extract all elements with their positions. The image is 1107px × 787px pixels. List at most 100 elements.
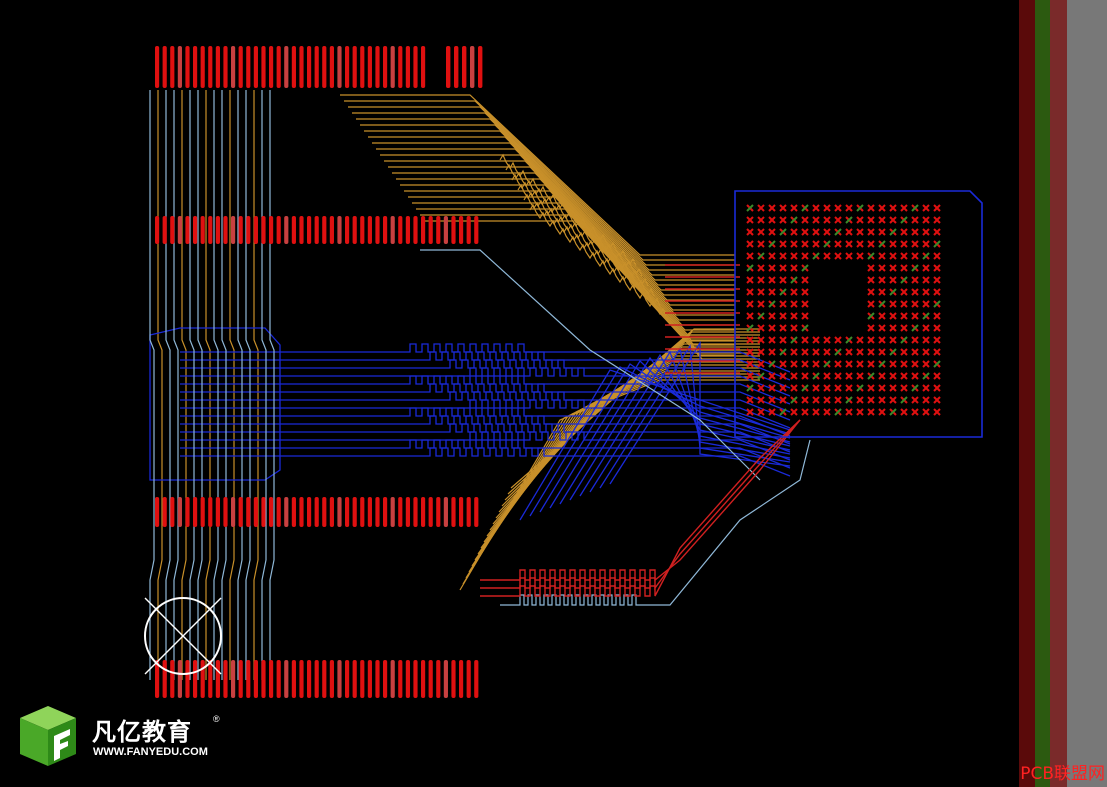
layer-strip-inner-2[interactable] bbox=[1050, 0, 1067, 787]
layer-strip-bottom[interactable] bbox=[1067, 0, 1107, 787]
connector-pad bbox=[208, 216, 213, 244]
connector-pad bbox=[405, 660, 410, 698]
connector-pad bbox=[398, 497, 403, 527]
bga-ball bbox=[768, 240, 776, 248]
connector-pad bbox=[253, 216, 258, 244]
bga-ball bbox=[845, 360, 853, 368]
bga-ball bbox=[856, 348, 864, 356]
connector-pad bbox=[322, 660, 327, 698]
bga-ball bbox=[922, 396, 930, 404]
connector-pad bbox=[193, 497, 198, 527]
bga-chip[interactable] bbox=[734, 190, 983, 438]
bga-ball bbox=[757, 324, 765, 332]
serpentine-trace bbox=[180, 399, 791, 429]
bga-ball bbox=[790, 348, 798, 356]
bga-ball bbox=[757, 396, 765, 404]
bga-ball bbox=[779, 408, 787, 416]
bga-ball bbox=[823, 204, 831, 212]
bga-ball bbox=[878, 264, 886, 272]
bga-ball bbox=[933, 204, 941, 212]
connector-pad bbox=[474, 660, 479, 698]
connector-pad bbox=[413, 497, 418, 527]
bga-ball bbox=[889, 360, 897, 368]
bga-ball bbox=[878, 312, 886, 320]
connector-pad bbox=[231, 216, 236, 244]
bga-ball bbox=[911, 396, 919, 404]
bga-ball bbox=[900, 360, 908, 368]
bga-ball bbox=[812, 408, 820, 416]
bga-ball bbox=[933, 216, 941, 224]
connector-pad bbox=[451, 216, 456, 244]
connector-pad bbox=[231, 660, 236, 698]
bga-ball bbox=[889, 312, 897, 320]
bga-ball bbox=[779, 216, 787, 224]
bga-ball bbox=[823, 252, 831, 260]
connector-pad bbox=[223, 46, 228, 88]
connector-pad bbox=[238, 497, 243, 527]
bga-ball bbox=[746, 372, 754, 380]
bga-ball bbox=[889, 240, 897, 248]
connector-pad bbox=[193, 660, 198, 698]
bga-ball bbox=[801, 276, 809, 284]
bga-ball bbox=[779, 228, 787, 236]
bga-ball bbox=[790, 204, 798, 212]
connector-pad bbox=[246, 216, 251, 244]
bga-ball bbox=[911, 312, 919, 320]
connector-pad bbox=[269, 216, 274, 244]
bga-ball bbox=[779, 264, 787, 272]
layer-strip-inner-1[interactable] bbox=[1035, 0, 1050, 787]
bga-ball bbox=[757, 264, 765, 272]
bga-ball bbox=[889, 276, 897, 284]
connector-pad bbox=[177, 497, 182, 527]
layer-strip-top[interactable] bbox=[1019, 0, 1035, 787]
bga-ball bbox=[801, 240, 809, 248]
brand-name: 凡亿教育 bbox=[92, 718, 192, 746]
bga-ball bbox=[889, 264, 897, 272]
fanout-trace bbox=[261, 90, 267, 680]
bga-ball bbox=[867, 324, 875, 332]
connector-pad bbox=[170, 497, 175, 527]
connector-pad bbox=[291, 216, 296, 244]
bga-ball bbox=[801, 348, 809, 356]
connector-pad bbox=[451, 660, 456, 698]
connector-pad bbox=[238, 46, 243, 88]
bga-ball bbox=[933, 312, 941, 320]
bga-ball bbox=[746, 396, 754, 404]
bga-ball bbox=[790, 324, 798, 332]
bga-ball bbox=[779, 288, 787, 296]
bga-ball bbox=[878, 360, 886, 368]
bga-ball bbox=[812, 228, 820, 236]
diff-trace bbox=[579, 350, 791, 497]
bga-ball bbox=[812, 336, 820, 344]
diff-trace bbox=[384, 160, 735, 311]
connector-pad bbox=[329, 497, 334, 527]
bga-ball bbox=[812, 204, 820, 212]
diff-trace bbox=[420, 249, 761, 481]
connector-pad bbox=[208, 497, 213, 527]
diff-trace bbox=[368, 136, 735, 291]
bga-ball bbox=[878, 384, 886, 392]
bga-ball bbox=[867, 372, 875, 380]
bga-ball bbox=[933, 336, 941, 344]
connector-pad bbox=[185, 660, 190, 698]
connector-pad bbox=[367, 660, 372, 698]
bga-ball bbox=[834, 396, 842, 404]
serpentine-trace bbox=[480, 419, 801, 597]
bga-ball bbox=[845, 384, 853, 392]
connector-pad bbox=[299, 497, 304, 527]
connector-pad bbox=[436, 216, 441, 244]
bga-ball bbox=[768, 228, 776, 236]
bga-ball bbox=[867, 288, 875, 296]
connector-pad bbox=[276, 660, 281, 698]
bga-ball bbox=[757, 360, 765, 368]
bga-ball bbox=[823, 240, 831, 248]
connector-pad bbox=[436, 497, 441, 527]
connector-pad bbox=[462, 46, 467, 88]
bga-ball bbox=[801, 228, 809, 236]
connector-pad bbox=[291, 46, 296, 88]
bga-ball bbox=[790, 312, 798, 320]
connector-pad bbox=[215, 497, 220, 527]
bga-ball bbox=[889, 252, 897, 260]
bga-ball bbox=[845, 396, 853, 404]
